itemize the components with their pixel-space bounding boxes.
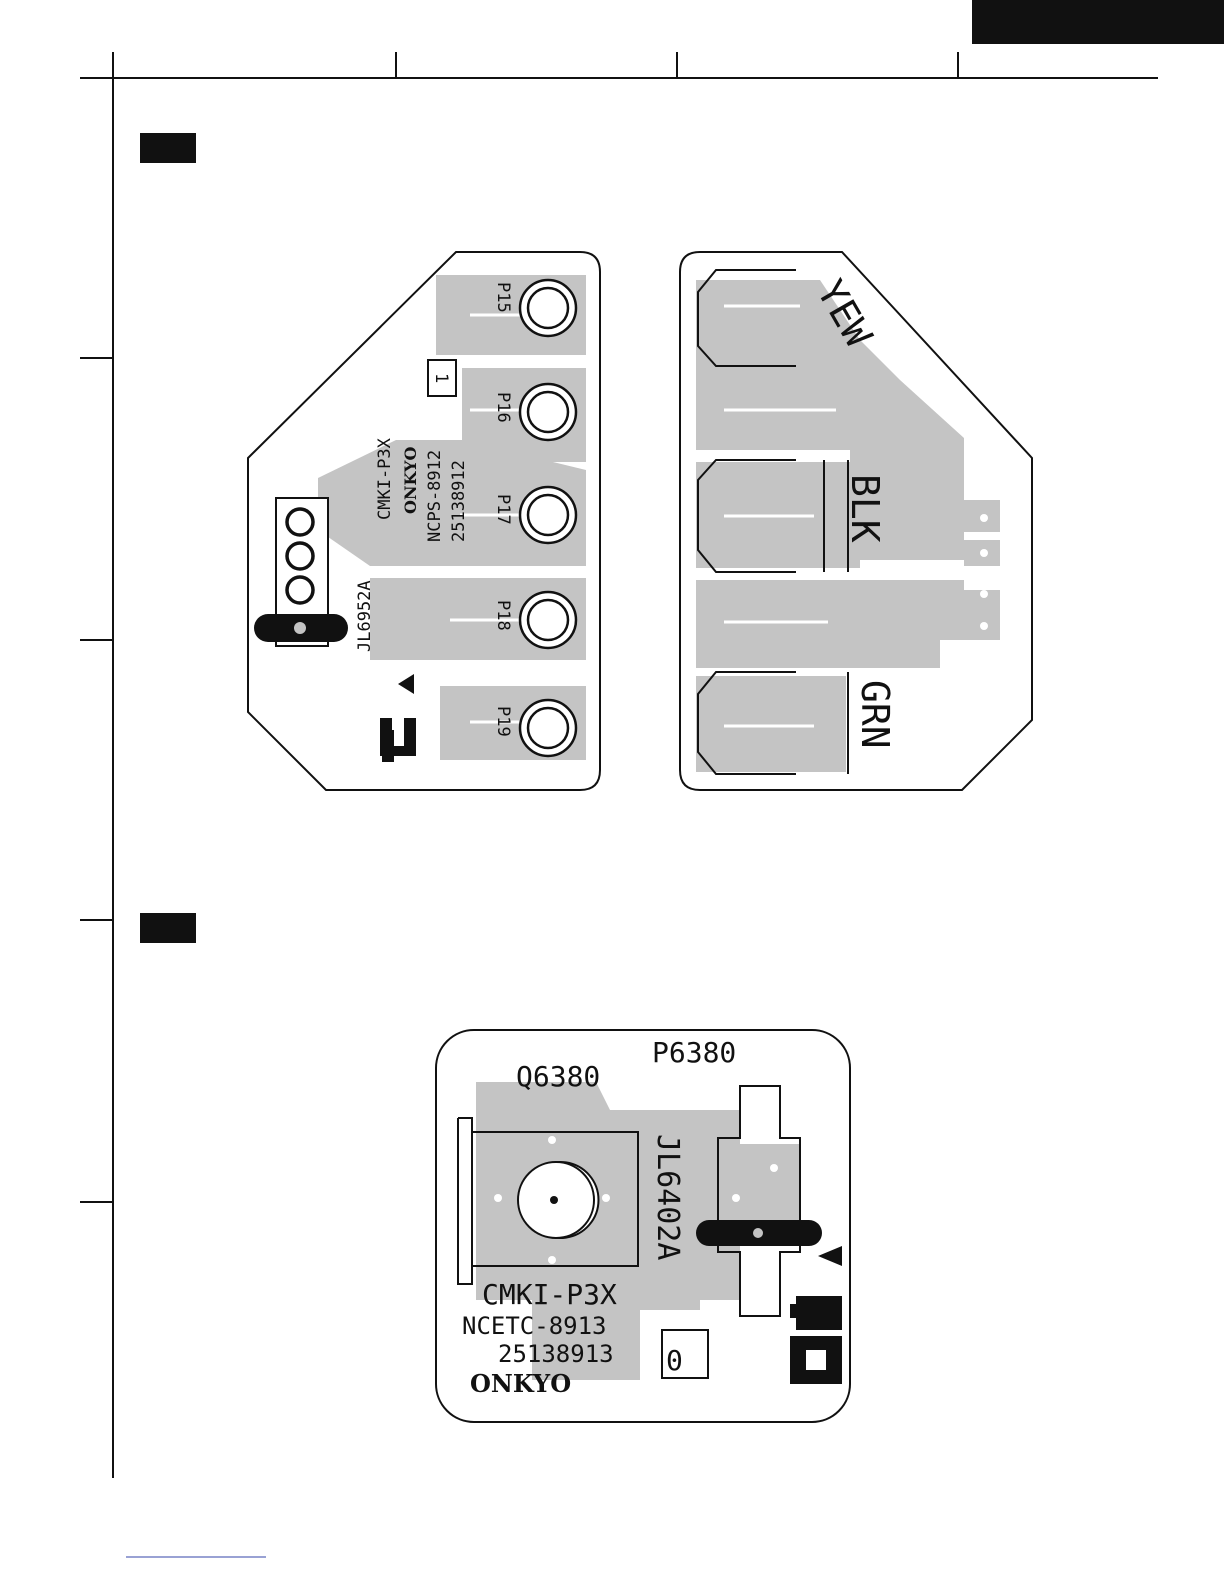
model-label: CMKI-P3X <box>482 1278 617 1311</box>
ul-logo-icon <box>790 1296 842 1384</box>
connector-label: JL6402A <box>650 1134 685 1260</box>
layer-mark-text: 0 <box>666 1344 683 1377</box>
brand-label: ONKYO <box>470 1369 571 1398</box>
pad-label: P6380 <box>652 1036 736 1069</box>
part-code-label: NCETC-8913 <box>462 1312 607 1340</box>
transistor-label: Q6380 <box>516 1060 600 1093</box>
serial-label: 25138913 <box>498 1340 614 1368</box>
